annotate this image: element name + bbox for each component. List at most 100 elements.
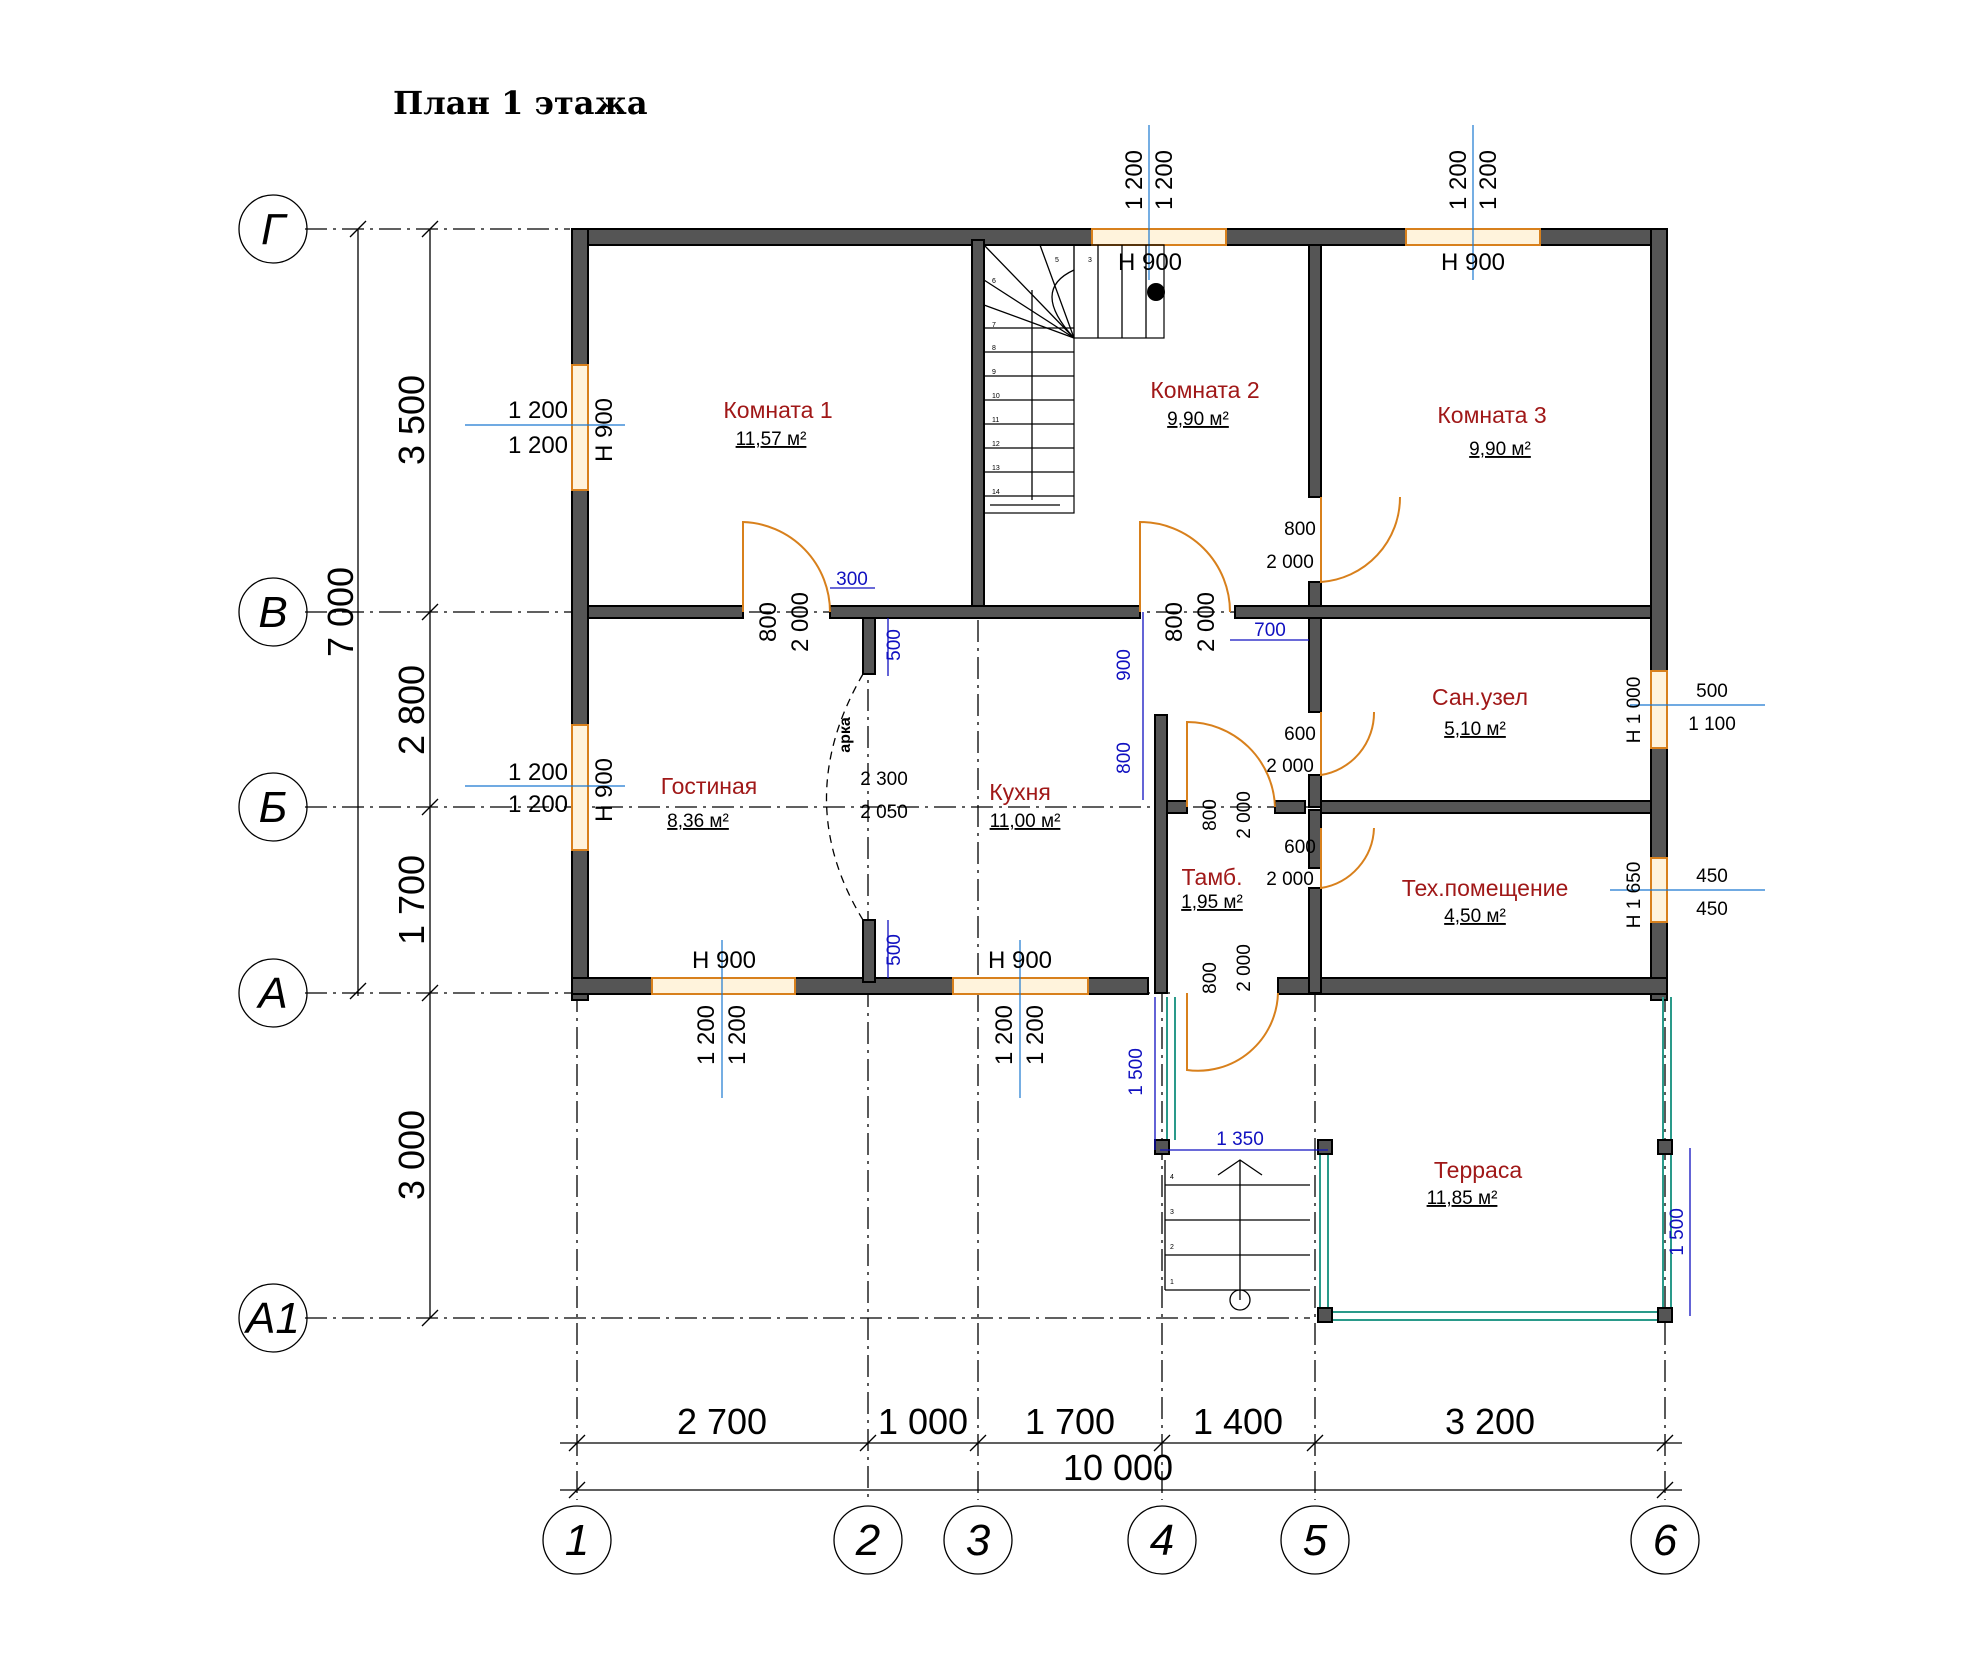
axis-label-a: А — [255, 969, 287, 1018]
svg-text:13: 13 — [992, 465, 1000, 472]
arch-label: арка — [837, 717, 854, 753]
dim-5-6: 3 200 — [1445, 1401, 1535, 1442]
svg-text:3: 3 — [1088, 257, 1092, 264]
axis-label-2: 2 — [855, 1516, 880, 1565]
svg-text:1 200: 1 200 — [724, 1005, 751, 1065]
svg-text:5: 5 — [1055, 257, 1059, 264]
svg-text:1 200: 1 200 — [1022, 1005, 1049, 1065]
svg-text:14: 14 — [992, 489, 1000, 496]
door-labels: 800 2 000 800 2 000 800 2 000 600 2 000 … — [755, 519, 1316, 994]
window-labels: 1 200 1 200 Н 900 1 200 1 200 Н 900 1 20… — [508, 150, 1736, 1065]
axis-label-a1: А1 — [243, 1294, 300, 1343]
left-dimensions: 7 000 3 500 2 800 1 700 3 000 — [320, 220, 439, 1327]
room-area-2: 9,90 м² — [1167, 409, 1229, 430]
svg-text:800: 800 — [1200, 799, 1221, 831]
room-area-terrace: 11,85 м² — [1427, 1188, 1498, 1209]
axis-bubble-6 — [1630, 1505, 1700, 1575]
dim-aa1: 3 000 — [391, 1110, 432, 1200]
svg-text:800: 800 — [1284, 519, 1316, 540]
axis-bubble-g — [238, 194, 308, 264]
svg-text:11: 11 — [992, 417, 999, 424]
axis-label-1: 1 — [565, 1516, 589, 1565]
chimney-dot — [1147, 283, 1165, 301]
arch-height: 2 050 — [860, 802, 908, 823]
svg-text:2 000: 2 000 — [1234, 944, 1255, 992]
svg-text:Н 900: Н 900 — [988, 947, 1052, 974]
svg-text:7: 7 — [992, 322, 996, 329]
axis-bubble-2 — [833, 1505, 903, 1575]
door-room2 — [1139, 520, 1231, 613]
door-entry — [1186, 992, 1279, 1072]
room-area-tech: 4,50 м² — [1444, 906, 1506, 927]
svg-text:2 000: 2 000 — [1193, 592, 1220, 652]
axis-label-3: 3 — [966, 1516, 991, 1565]
room-name-tamb: Тамб. — [1182, 864, 1243, 890]
axis-label-v: В — [258, 588, 287, 637]
door-tech — [1320, 827, 1375, 890]
window-san — [1650, 670, 1668, 749]
axis-bubble-3 — [943, 1505, 1013, 1575]
dim-1-2: 2 700 — [677, 1401, 767, 1442]
axis-label-b: Б — [259, 783, 288, 832]
main-stairs: 3 5 6 7 8 9 10 11 12 13 14 — [983, 244, 1165, 514]
svg-text:1 200: 1 200 — [1151, 150, 1178, 210]
svg-text:1 200: 1 200 — [508, 432, 568, 459]
window-living — [571, 724, 589, 851]
svg-text:1 200: 1 200 — [508, 791, 568, 818]
svg-text:1 200: 1 200 — [1445, 150, 1472, 210]
page-title: План 1 этажа — [393, 84, 648, 122]
svg-text:1 200: 1 200 — [693, 1005, 720, 1065]
room-name-tech: Тех.помещение — [1402, 875, 1569, 901]
axis-bubble-b — [238, 772, 308, 842]
svg-text:Н 900: Н 900 — [591, 398, 618, 462]
svg-text:2 000: 2 000 — [1234, 791, 1255, 839]
svg-text:1 100: 1 100 — [1688, 714, 1736, 735]
svg-text:Н 1 000: Н 1 000 — [1624, 677, 1645, 744]
door-room3 — [1320, 496, 1402, 584]
room-labels: Комната 1 11,57 м² Комната 2 9,90 м² Ком… — [661, 377, 1569, 1209]
room-name-living: Гостиная — [661, 773, 758, 799]
dim-700: 700 — [1254, 620, 1286, 641]
dim-gv: 3 500 — [391, 375, 432, 465]
room-name-kitchen: Кухня — [989, 779, 1051, 805]
dim-1500-left: 1 500 — [1126, 1048, 1147, 1096]
svg-text:Н 1 650: Н 1 650 — [1624, 862, 1645, 929]
bottom-dimensions: 2 700 1 000 1 700 1 400 3 200 10 000 — [560, 1401, 1682, 1499]
dim-1500-right: 1 500 — [1667, 1208, 1688, 1256]
row-axis-markers: Г В Б А А1 — [238, 194, 308, 1353]
svg-text:500: 500 — [1696, 681, 1728, 702]
room-name-3: Комната 3 — [1437, 402, 1546, 428]
room-area-kitchen: 11,00 м² — [990, 811, 1061, 832]
room-area-san: 5,10 м² — [1444, 719, 1506, 740]
svg-text:1 200: 1 200 — [508, 759, 568, 786]
svg-text:2 000: 2 000 — [787, 592, 814, 652]
svg-text:4: 4 — [1170, 1174, 1174, 1181]
svg-text:800: 800 — [755, 602, 782, 642]
axis-label-5: 5 — [1303, 1516, 1328, 1565]
svg-text:800: 800 — [1161, 602, 1188, 642]
svg-text:Н 900: Н 900 — [1118, 249, 1182, 276]
dim-900: 900 — [1114, 649, 1135, 681]
axis-bubble-a1 — [238, 1283, 308, 1353]
room-area-tamb: 1,95 м² — [1181, 892, 1243, 913]
svg-text:Н 900: Н 900 — [1441, 249, 1505, 276]
dim-total-width: 10 000 — [1063, 1447, 1173, 1488]
dim-500-top: 500 — [884, 629, 905, 661]
svg-text:1 200: 1 200 — [1475, 150, 1502, 210]
blue-dimension-lines — [830, 587, 1691, 1316]
dim-800: 800 — [1114, 742, 1135, 774]
dim-1350: 1 350 — [1216, 1129, 1264, 1150]
svg-text:2: 2 — [1170, 1244, 1174, 1251]
window-callout-lines — [465, 125, 1765, 1098]
svg-text:9: 9 — [992, 369, 996, 376]
svg-text:600: 600 — [1284, 837, 1316, 858]
svg-text:1 200: 1 200 — [991, 1005, 1018, 1065]
axis-label-6: 6 — [1653, 1516, 1678, 1565]
room-name-terrace: Терраса — [1434, 1157, 1522, 1183]
arch-outline — [825, 673, 864, 921]
window-living-bottom — [651, 977, 796, 995]
axis-label-g: Г — [261, 205, 288, 254]
svg-text:2 000: 2 000 — [1266, 756, 1314, 777]
dim-4-5: 1 400 — [1193, 1401, 1283, 1442]
